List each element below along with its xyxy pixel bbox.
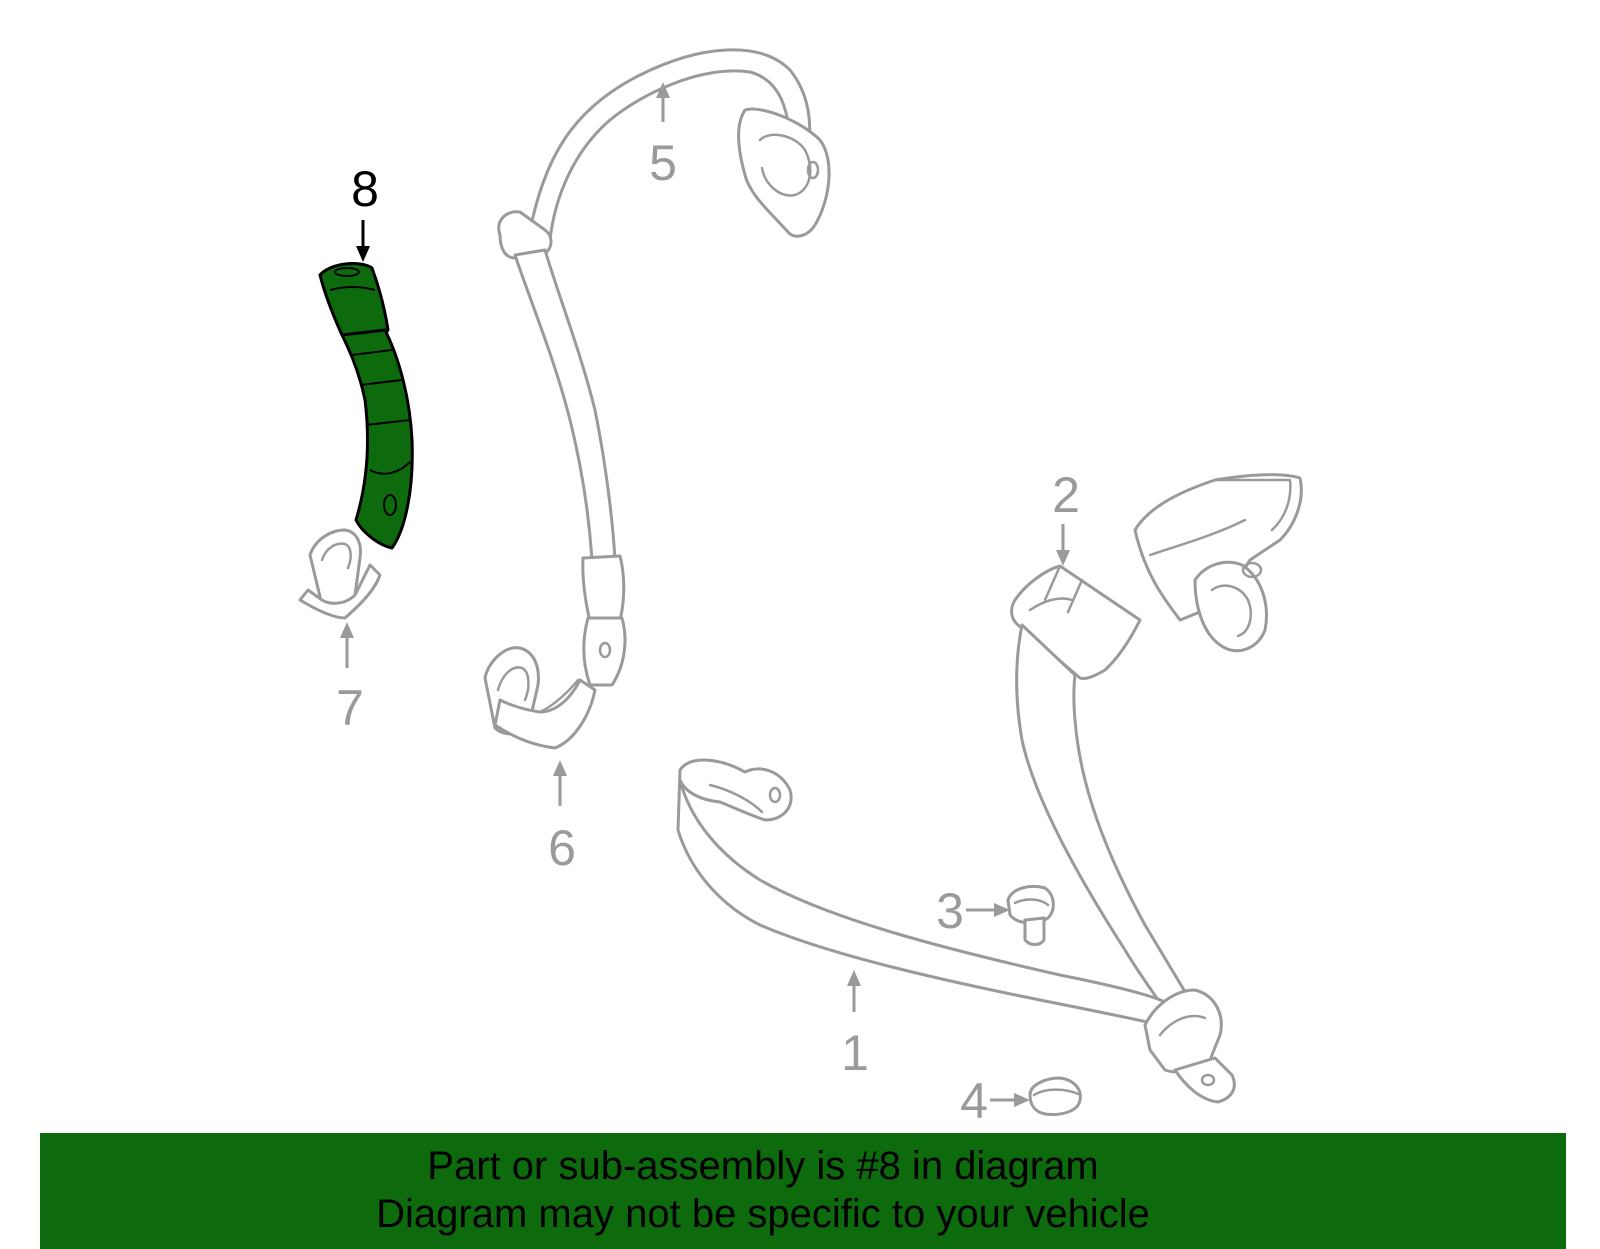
callout-4: 4 (960, 1073, 988, 1129)
callout-3: 3 (936, 883, 964, 939)
callout-arrow-6 (553, 760, 567, 806)
part-3-bolt[interactable] (1006, 885, 1055, 946)
banner-line-2: Diagram may not be specific to your vehi… (376, 1192, 1150, 1236)
callout-arrow-1 (847, 970, 861, 1012)
callout-arrow-8 (356, 220, 370, 262)
info-banner: Part or sub-assembly is #8 in diagram Di… (40, 1133, 1566, 1249)
callout-8: 8 (351, 161, 379, 217)
part-4-cap[interactable] (1028, 1076, 1082, 1116)
part-2-retractor[interactable] (1010, 473, 1303, 1012)
callout-7: 7 (336, 680, 364, 736)
part-5-shoulder-belt[interactable] (497, 48, 831, 687)
callout-1: 1 (841, 1025, 869, 1081)
callout-arrow-2 (1056, 524, 1070, 566)
callout-2: 2 (1052, 467, 1080, 523)
callout-arrow-7 (340, 622, 354, 668)
banner-line-1: Part or sub-assembly is #8 in diagram (427, 1144, 1099, 1188)
callout-arrow-4 (990, 1093, 1030, 1107)
part-1-lap-belt[interactable] (676, 758, 1236, 1104)
callout-arrow-5 (656, 82, 670, 122)
callout-arrow-3 (966, 903, 1010, 917)
callout-5: 5 (649, 135, 677, 191)
part-6-anchor[interactable] (483, 646, 597, 750)
part-8-highlighted[interactable] (318, 262, 414, 550)
part-7-clip[interactable] (298, 528, 382, 620)
callout-6: 6 (548, 820, 576, 876)
